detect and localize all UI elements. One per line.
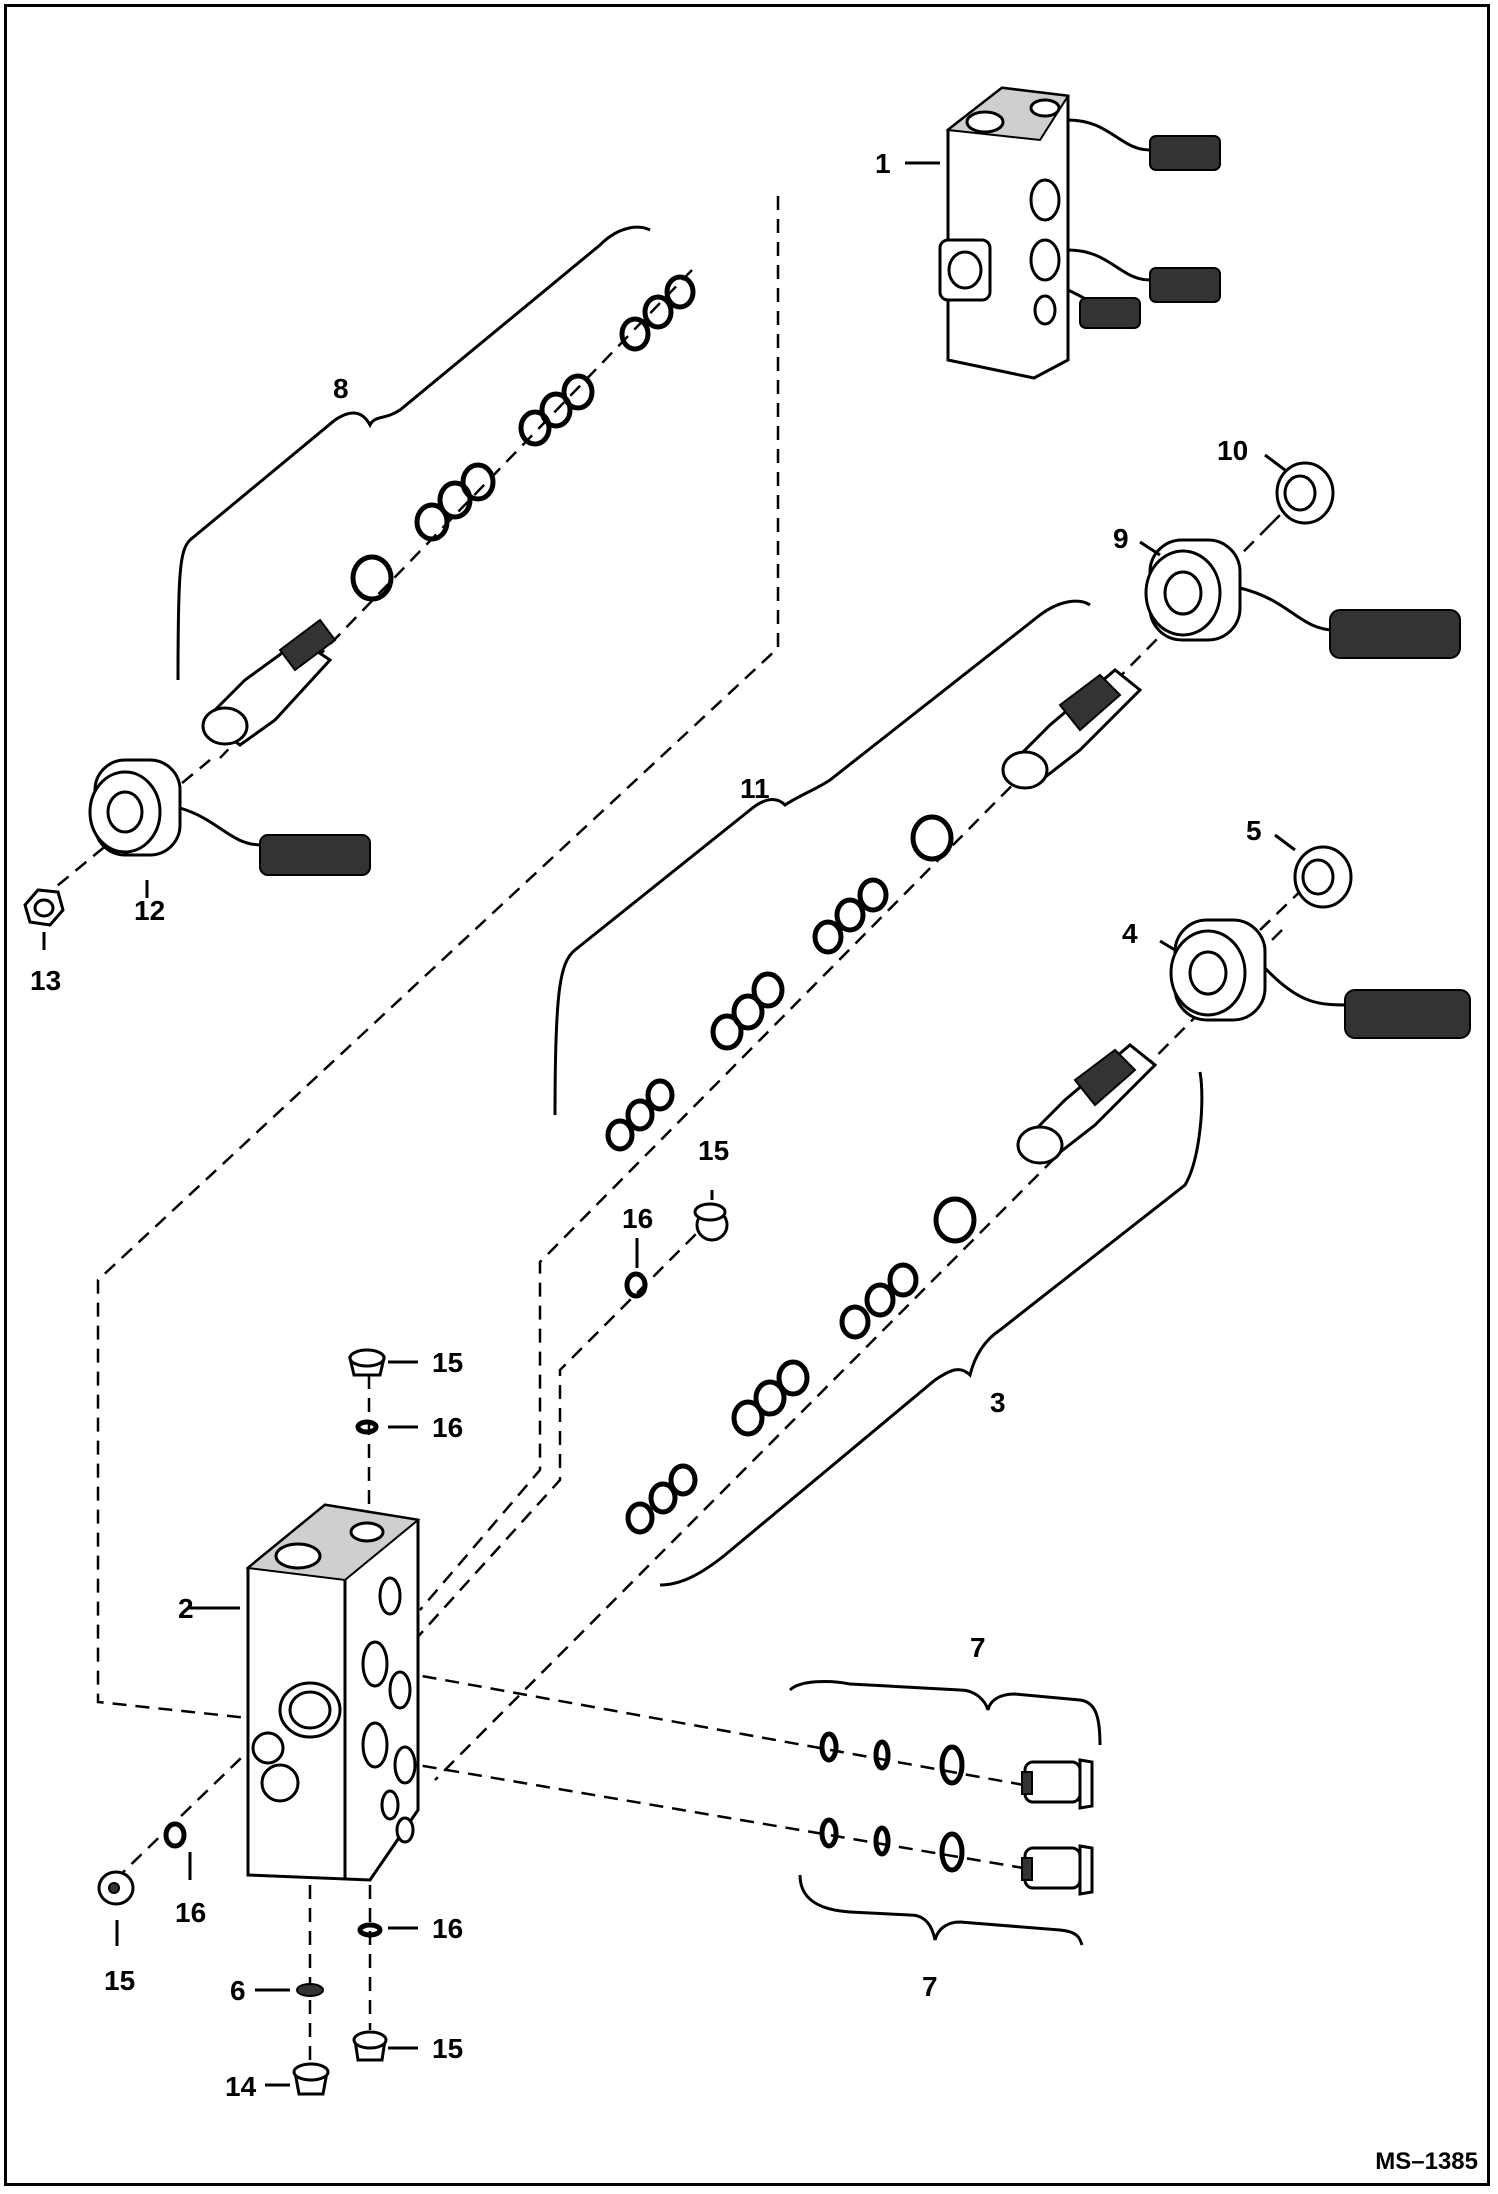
figure-id: MS–1385 [1375, 2148, 1478, 2175]
seal-kit-3-rings [625, 1196, 977, 1535]
solenoid-coil-part-4 [1169, 918, 1471, 1039]
manifold-block-part-2 [245, 1503, 421, 1882]
cartridge-valve-upper-left [201, 618, 337, 747]
plug-part-15-upper-middle [693, 1202, 729, 1242]
washer-part-16-upper-middle [624, 1271, 648, 1299]
seal-kit-7-upper [819, 1731, 1094, 1810]
solenoid-coil-part-12 [88, 758, 371, 876]
callout-15-top: 15 [432, 1347, 463, 1378]
brace-kit-11 [553, 599, 1091, 1116]
diagram-border [4, 4, 1490, 2186]
callout-3: 3 [990, 1387, 1006, 1418]
plug-part-15-bottom [352, 2030, 388, 2062]
solenoid-coil-part-9 [1144, 538, 1461, 659]
brace-kit-8 [176, 225, 651, 681]
callout-11: 11 [740, 773, 770, 804]
nut-part-10 [1275, 461, 1335, 525]
callout-9: 9 [1113, 523, 1129, 554]
callout-16-upper-middle: 16 [622, 1203, 653, 1234]
callout-8: 8 [333, 373, 349, 404]
nut-part-5 [1293, 845, 1353, 909]
washer-part-16-bottom [357, 1922, 383, 1938]
seal-kit-11-rings [605, 814, 954, 1152]
plug-part-14 [292, 2062, 330, 2096]
seal-kit-8-rings [350, 274, 696, 602]
callout-labels: 1 2 3 4 5 6 7 7 8 9 10 11 12 13 14 15 15… [30, 148, 1262, 2102]
callout-7-upper: 7 [970, 1632, 986, 1663]
callout-4: 4 [1122, 918, 1138, 949]
nut-part-13 [23, 888, 65, 927]
callout-1: 1 [875, 148, 891, 179]
cartridge-valve-right-lower [1016, 1043, 1158, 1165]
dashed-assembly-lines [39, 196, 1311, 2060]
washer-part-6 [296, 1983, 324, 1997]
brace-kit-7-upper [788, 1680, 1102, 1746]
callout-16-top: 16 [432, 1412, 463, 1443]
callout-12: 12 [134, 895, 165, 926]
callout-15-bottom: 15 [432, 2033, 463, 2064]
callout-10: 10 [1217, 435, 1248, 466]
callout-7-lower: 7 [922, 1971, 938, 2002]
plug-part-15-left [97, 1870, 135, 1906]
washer-part-16-top [355, 1419, 379, 1435]
cartridge-valve-right-upper [1001, 668, 1143, 790]
brace-kit-7-lower [798, 1874, 1084, 1946]
callout-14: 14 [225, 2071, 257, 2102]
brace-kit-3 [659, 1071, 1204, 1587]
leader-lines [42, 161, 1296, 2087]
valve-assembly-part-1 [938, 86, 1221, 380]
callout-16-bottom: 16 [432, 1913, 463, 1944]
callout-15-upper-middle: 15 [698, 1135, 729, 1166]
plug-part-15-top [348, 1348, 386, 1377]
washer-part-16-left [163, 1821, 187, 1849]
callout-6: 6 [230, 1975, 246, 2006]
callout-2: 2 [178, 1593, 194, 1624]
seal-kit-7-lower [819, 1817, 1094, 1896]
callout-5: 5 [1246, 815, 1262, 846]
callout-13: 13 [30, 965, 61, 996]
callout-16-left: 16 [175, 1897, 206, 1928]
callout-15-left: 15 [104, 1965, 135, 1996]
